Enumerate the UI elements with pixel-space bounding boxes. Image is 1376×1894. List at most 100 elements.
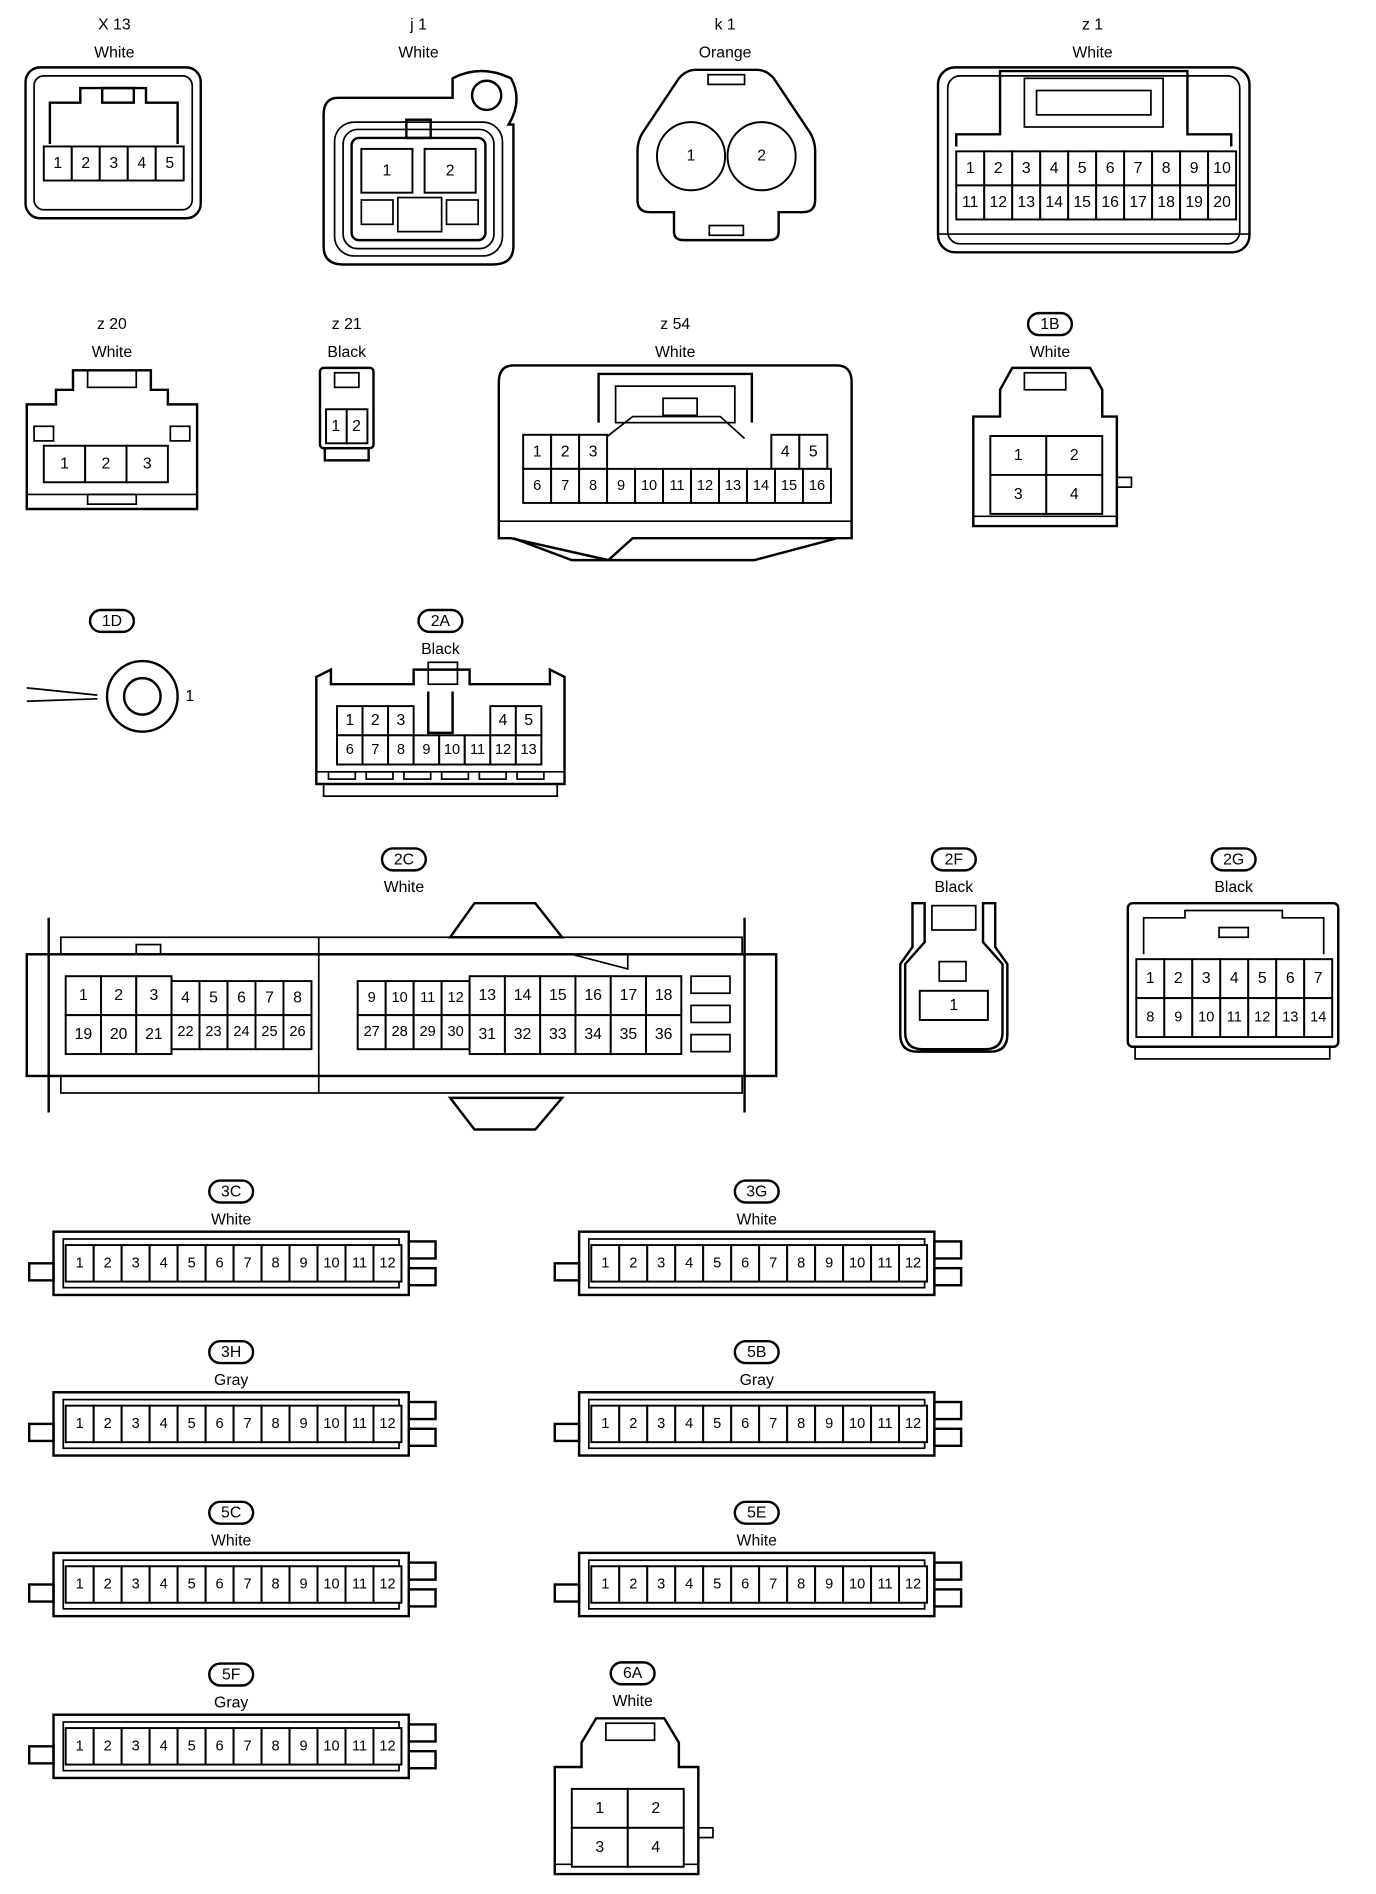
connector-z54-pin <box>550 467 581 504</box>
connector-5e-pin-label: 1 <box>601 1577 609 1593</box>
connector-3g-badge <box>733 1179 780 1204</box>
connector-5c-pin-label: 6 <box>216 1577 224 1593</box>
connector-1b-badge <box>1026 311 1074 337</box>
connector-2a-pin-label: 10 <box>444 742 460 758</box>
connector-2c-pin-label: 17 <box>620 987 638 1004</box>
connector-2c-pin-label: 20 <box>110 1026 128 1043</box>
connector-3g-tab-right <box>933 1240 963 1260</box>
connector-z20-bottom-key <box>86 493 138 506</box>
connector-3g-pin <box>674 1244 705 1283</box>
connector-1d-wire <box>26 687 98 697</box>
connector-3c-pin <box>204 1244 235 1283</box>
connector-2c-pin <box>226 1014 257 1051</box>
connector-2g-pin <box>1275 958 1306 1000</box>
connector-z1-pin-label: 17 <box>1129 194 1147 211</box>
connector-z1-color: White <box>1072 45 1113 62</box>
connector-3c-pin <box>372 1244 403 1283</box>
connector-3c-pin-label: 12 <box>379 1255 395 1271</box>
connector-z54-pin <box>522 433 553 470</box>
connector-2a-pin <box>387 705 415 737</box>
connector-5e-color: White <box>737 1533 778 1550</box>
connector-3h-pin-label: 3 <box>132 1416 140 1432</box>
connector-x13-pin <box>154 145 185 182</box>
connector-z20-pin-label: 3 <box>143 456 152 473</box>
connector-5c-tab-right <box>407 1588 437 1608</box>
connector-5e-pin <box>702 1565 733 1604</box>
connector-3g-pin <box>730 1244 761 1283</box>
connector-z1-pin <box>1039 184 1070 221</box>
connector-3h-pin-label: 12 <box>379 1416 395 1432</box>
connector-1b-pin <box>1045 473 1104 515</box>
connector-2c-top-lock <box>447 901 565 939</box>
connector-j1-ring2 <box>342 128 495 250</box>
connector-z1-pin <box>1207 150 1238 187</box>
connector-z1-pin-label: 20 <box>1213 194 1231 211</box>
connector-2g-pin-label: 13 <box>1282 1010 1298 1026</box>
connector-2g-pin-label: 4 <box>1230 970 1239 987</box>
connector-k1-top-key <box>707 73 746 86</box>
connector-2a-pin-label: 3 <box>396 712 405 729</box>
connector-1b-id: 1B <box>1040 316 1059 333</box>
connector-z1-pin-label: 4 <box>1050 160 1059 177</box>
connector-3h-pin <box>232 1404 263 1444</box>
connector-z54-pin-label: 8 <box>589 478 597 494</box>
connector-z20-color: White <box>92 344 133 361</box>
connector-2f-pin <box>918 989 989 1021</box>
connector-5f-pin <box>148 1727 179 1766</box>
connector-z54-pin-label: 6 <box>533 478 541 494</box>
connector-5e-tab-right <box>933 1588 963 1608</box>
connector-3g-pin-label: 1 <box>601 1255 609 1271</box>
connector-3h-id: 3H <box>221 1344 241 1361</box>
connector-5c-color: White <box>211 1533 252 1550</box>
connector-5b-pin <box>814 1404 845 1444</box>
connector-2a-housing <box>315 667 566 786</box>
connector-z20-pin-label: 2 <box>101 456 110 473</box>
connector-z54-pin-label: 5 <box>809 443 818 460</box>
connector-2c-pin <box>64 975 102 1017</box>
connector-2a-latch <box>427 661 459 686</box>
connector-2a-foot <box>365 770 394 780</box>
connector-2a-pin <box>463 734 492 766</box>
connector-z54-shroud <box>597 372 754 423</box>
connector-z1-pin <box>1067 184 1098 221</box>
connector-2c-pin <box>170 1014 201 1051</box>
connector-5c-pin-label: 7 <box>244 1577 252 1593</box>
connector-5c-pin-label: 3 <box>132 1577 140 1593</box>
connector-2c-color: White <box>384 879 425 896</box>
connector-2c-pin-label: 33 <box>549 1026 567 1043</box>
connector-5c-pin <box>176 1565 207 1604</box>
connector-2a-pin <box>489 734 517 766</box>
connector-z1-pin-label: 2 <box>994 160 1003 177</box>
connector-z20-ear <box>169 425 191 442</box>
connector-5e-tab-right <box>933 1561 963 1581</box>
connector-5b-tab-right <box>933 1427 963 1448</box>
connector-2g-pin-label: 6 <box>1286 970 1295 987</box>
connector-z21: z 21 Black 1 2 <box>318 316 375 462</box>
connector-3g-pin-label: 7 <box>769 1255 777 1271</box>
connector-z1-housing <box>936 66 1251 254</box>
connector-2a-pin <box>514 734 543 766</box>
connector-2g-pin-label: 1 <box>1146 970 1155 987</box>
connector-3g-pin-label: 9 <box>825 1255 833 1271</box>
connector-2g-color: Black <box>1214 879 1253 896</box>
connector-2c-slot <box>690 975 731 995</box>
connector-z1-shroud <box>955 69 1233 147</box>
connector-z21-pin-label: 2 <box>352 418 361 435</box>
connector-5c-badge <box>208 1500 255 1525</box>
connector-3g-pin <box>842 1244 873 1283</box>
connector-z21-base <box>323 446 370 462</box>
connector-z54-pin-label: 2 <box>561 443 570 460</box>
connector-3h-tab-right <box>407 1427 437 1448</box>
connector-5e-pin-label: 8 <box>797 1577 805 1593</box>
connector-3g-pin-label: 12 <box>905 1255 921 1271</box>
connector-5b-pin <box>674 1404 705 1444</box>
connector-z20-id: z 20 <box>97 316 127 333</box>
connector-x13-pin <box>98 145 129 182</box>
connector-z1-pin <box>983 184 1014 221</box>
connector-2a-pin <box>387 734 415 766</box>
